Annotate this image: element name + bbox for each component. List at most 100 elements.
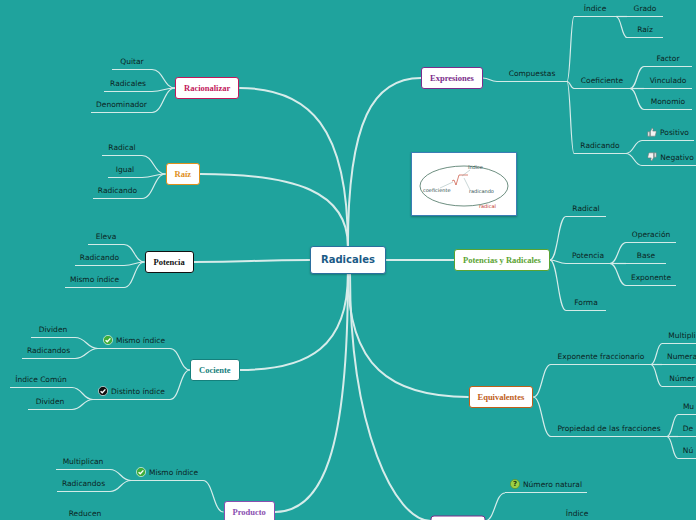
node-text: Radicando [98,186,137,195]
branch-label: Mismo índice [98,335,170,349]
branch-line [72,388,93,400]
outline-ellipse [420,166,508,206]
branch-label: Potencia [566,251,610,264]
branch-label: Negativo [642,152,696,166]
branch-line [550,260,566,311]
branch-line [616,17,627,38]
branch-label: Mu [678,402,696,415]
branch-label: Radicales [104,79,152,92]
branch-label: Factor [644,54,692,67]
branch-line [142,174,166,199]
branch-label: Monomio [644,97,692,110]
node-text: Racionalizar [184,83,230,93]
branch-label: Compuestas [497,69,567,82]
branch-label: Multiplican [56,457,110,470]
node-text: Grado [634,4,657,13]
branch-line [142,156,166,175]
branch-label: Índice [574,4,616,17]
node-text: Potencias y Radicales [463,255,541,265]
branch-line [567,82,574,154]
node-text: Radicandos [27,346,70,355]
branch-label: Radicando [93,186,142,199]
branch-line [170,349,190,371]
branch-label: Distinto índice [93,386,170,400]
branch-label: Quitar [112,57,152,70]
branch-label: Númer [662,374,696,387]
branch-line [630,67,644,89]
check-mark [139,470,144,473]
illustration-label: coeficiente [423,187,450,193]
branch-line [350,273,431,520]
branch-label: Mismo índice [65,275,124,288]
branch-label: Índice Común [10,375,72,388]
branch-line [533,397,551,437]
illustration-card: índice coeficiente radicando radical [411,152,517,216]
icon [647,152,657,162]
branch-label: Igual [108,165,142,178]
branch-label: Radicando [75,253,124,266]
node-text: Distinto índice [111,387,165,396]
node-text: Exponente fraccionario [558,352,645,361]
branch-line [610,243,626,264]
branch-label: Grado [627,4,663,17]
node-text: Denominador [96,100,147,109]
thumbs-up [648,128,656,136]
node-text: Índice [566,509,589,518]
branch-line [386,259,454,261]
topic-box [431,516,485,520]
node-text: Raíz [637,25,653,34]
node-text: Factor [657,54,680,63]
node-text: Mismo índice [149,468,198,477]
branch-line [72,400,93,410]
node-text: Mismo índice [116,336,165,345]
node-text: Producto [233,507,266,517]
node-text: Numera [667,352,696,361]
node-text: Mismo índice [70,275,119,284]
node-text: Radicandos [62,479,105,488]
branch-label: Vinculado [644,76,692,89]
branch-line [651,365,662,387]
icon [136,467,146,477]
branch-line [550,217,566,261]
branch-label: Propiedad de las fracciones [551,424,667,437]
illustration-label: radicando [469,188,494,194]
node-text: Coeficiente [581,76,623,85]
node-text: Dividen [39,325,68,334]
branch-label: Operación [626,230,676,243]
topic-box: Producto [224,501,275,520]
branch-line [200,174,348,246]
branch-label: Reducen [60,509,110,520]
branch-line [203,481,224,513]
branch-label: Mismo índice [131,467,203,481]
node-text: Forma [574,298,598,307]
branch-label: Dividen [31,325,75,338]
branch-label: Radicandos [57,479,110,492]
illustration-label: índice [468,164,483,170]
thumbs-down [648,153,656,161]
node-text: Radicales [321,254,375,265]
check-badge [136,467,145,476]
branch-label: Número natural [505,479,587,493]
node-text: Igual [116,165,134,174]
icon [98,386,108,396]
node-text: Índice [584,4,607,13]
check-badge [103,335,112,344]
radical-illustration [412,153,518,217]
node-text: Propiedad de las fracciones [557,424,660,433]
node-text: Mu [683,402,694,411]
icon [103,335,113,345]
branch-line [533,365,551,398]
branch-label: Denominador [91,100,152,113]
branch-label: Índice [557,509,597,520]
branch-label: Raíz [627,25,663,38]
illustration-label: radical [479,203,496,209]
branch-label: Eleva [88,232,124,245]
node-text: Eleva [96,232,116,241]
branch-line [626,141,642,154]
branch-line [170,370,190,400]
branch-line [124,262,145,288]
node-text: Radical [108,143,135,152]
node-text: Raíz [175,169,192,179]
branch-line [240,274,348,370]
branch-line [630,89,644,110]
